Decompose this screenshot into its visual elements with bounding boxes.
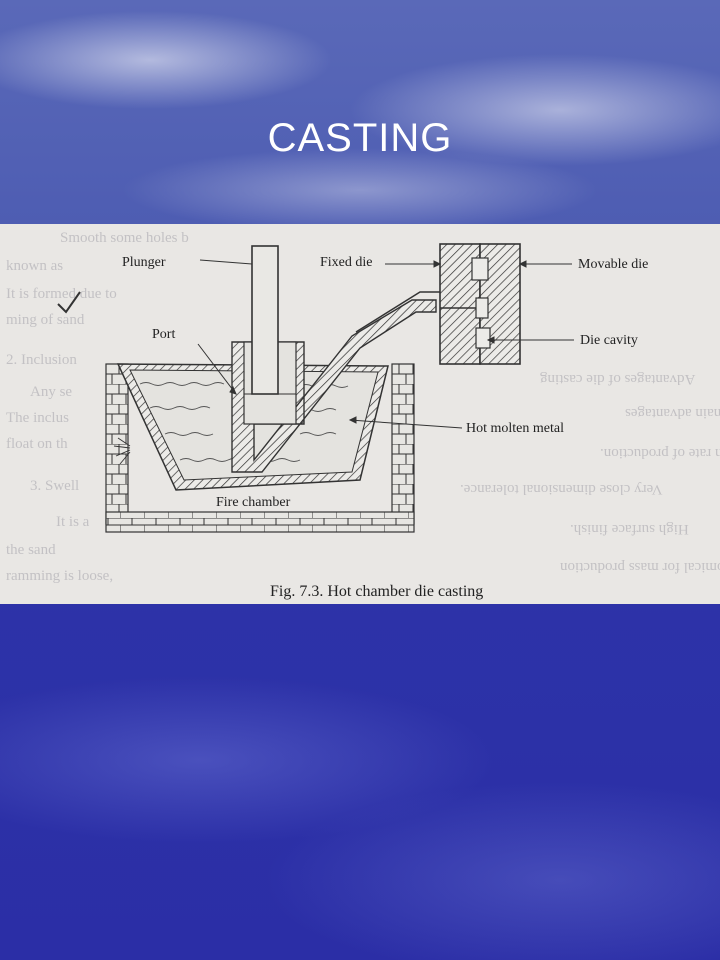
furnace-floor <box>105 511 415 533</box>
nozzle <box>355 291 440 333</box>
die-cavity-top <box>471 257 489 281</box>
die-cavity-bottom <box>475 327 491 349</box>
bleed-text: ming of sand <box>6 312 85 328</box>
bleed-text: It is formed due to <box>6 286 117 302</box>
figure-caption: Fig. 7.3. Hot chamber die casting <box>270 583 483 600</box>
bleed-text: Any se <box>30 384 73 400</box>
bleed-text: known as <box>6 258 64 274</box>
leader-lines <box>197 259 574 429</box>
label-movable-die: Movable die <box>578 257 648 272</box>
bleed-text: 2. Inclusion <box>6 352 77 368</box>
furnace-right-wall <box>391 363 415 525</box>
slide-title: CASTING <box>267 116 453 160</box>
bleed-text: Smooth some holes b <box>60 230 189 246</box>
bleed-text: the sand <box>6 542 56 558</box>
label-port: Port <box>152 327 175 342</box>
label-die-cavity: Die cavity <box>580 333 638 348</box>
die-cavity-mid <box>475 297 489 319</box>
check-mark-icon <box>57 291 81 314</box>
bleed-text: It is a <box>56 514 90 530</box>
label-hot-molten-metal: Hot molten metal <box>466 421 564 436</box>
label-plunger: Plunger <box>122 255 166 270</box>
bleed-text: float on th <box>6 436 68 452</box>
bleed-text: The inclus <box>6 410 69 426</box>
label-fire-chamber: Fire chamber <box>216 495 291 510</box>
bleed-text: ramming is loose, <box>6 568 114 584</box>
hot-chamber-die-casting-diagram: Plunger Fixed die Movable die Port Die c… <box>57 243 648 600</box>
diagram-panel: Smooth some holes b known as It is forme… <box>0 224 720 604</box>
fire-spray <box>113 437 131 465</box>
furnace-left-wall <box>105 363 129 525</box>
bleed-text: 3. Swell <box>30 478 80 494</box>
plunger <box>251 245 279 395</box>
label-fixed-die: Fixed die <box>320 255 373 270</box>
